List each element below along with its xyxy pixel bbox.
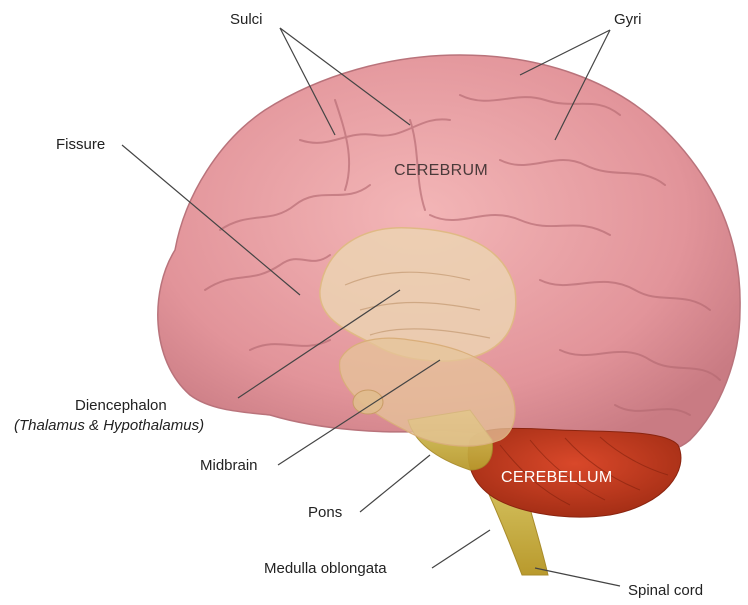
fissure-label: Fissure bbox=[56, 137, 105, 152]
sulci-label: Sulci bbox=[230, 12, 263, 27]
pituitary-shape bbox=[353, 390, 383, 414]
midbrain-label: Midbrain bbox=[200, 458, 258, 473]
gyri-label: Gyri bbox=[614, 12, 642, 27]
cerebrum-label: CEREBRUM bbox=[394, 163, 488, 179]
cerebellum-label: CEREBELLUM bbox=[501, 470, 612, 486]
diencephalon-label: Diencephalon bbox=[75, 398, 167, 413]
pons-label: Pons bbox=[308, 505, 342, 520]
spinal-cord-label: Spinal cord bbox=[628, 583, 703, 598]
medulla-label: Medulla oblongata bbox=[264, 561, 387, 576]
diencephalon-sub-label: (Thalamus & Hypothalamus) bbox=[14, 418, 204, 433]
